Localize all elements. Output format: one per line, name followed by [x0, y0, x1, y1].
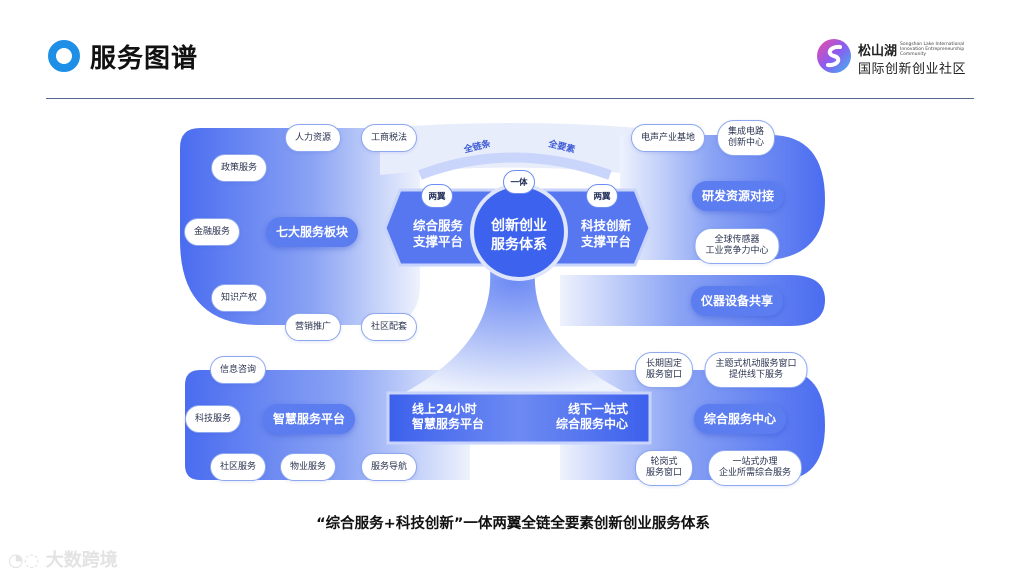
pill-fixed-window: 长期固定 服务窗口: [634, 352, 694, 388]
pill-marketing: 营销推广: [284, 313, 342, 341]
logo-subtitle-cn: 国际创新创业社区: [858, 62, 967, 77]
logo-name-cn: 松山湖: [858, 44, 898, 59]
diagram-caption: “综合服务+科技创新”一体两翼全链全要素创新创业服务体系: [316, 516, 710, 532]
pill-property-services: 物业服务: [279, 453, 337, 481]
pill-financial-services: 金融服务: [183, 218, 241, 246]
title-ring-icon: [48, 40, 80, 72]
pill-info-consulting: 信息咨询: [209, 356, 267, 384]
left-wing-shape: [383, 188, 497, 267]
header-divider: [46, 98, 974, 99]
pill-community-facilities: 社区配套: [360, 313, 418, 341]
offline-center-text: 线下一站式 综合服务中心: [556, 402, 629, 431]
bottom-box: [386, 391, 652, 445]
pill-human-resources: 人力资源: [284, 124, 342, 152]
smart-platform-label: 智慧服务平台: [262, 404, 356, 434]
left-wing-tag: 两翼: [421, 184, 453, 208]
service-center-label: 综合服务中心: [693, 404, 787, 434]
watermark: ◔◌ 大数跨境: [8, 546, 118, 572]
online-platform-text: 线上24小时 智慧服务平台: [412, 402, 485, 431]
pill-sensor-competitiveness-center: 全球传感器 工业竞争力中心: [694, 228, 780, 264]
watermark-text: 大数跨境: [45, 550, 118, 571]
seven-blocks-label: 七大服务板块: [265, 217, 359, 247]
pill-business-tax-law: 工商税法: [360, 124, 418, 152]
center-tag: 一体: [503, 170, 535, 194]
rd-docking-label: 研发资源对接: [691, 181, 785, 211]
left-wing-text: 综合服务 支撑平台: [412, 218, 464, 249]
pill-rotating-window: 轮岗式 服务窗口: [634, 450, 694, 486]
logo-name-en: Songshan Lake International Innovation E…: [900, 42, 980, 57]
pill-mobile-window: 主题式机动服务窗口 提供线下服务: [704, 352, 808, 388]
page-title: 服务图谱: [90, 44, 199, 74]
pill-electroacoustic-base: 电声产业基地: [630, 124, 706, 152]
community-logo-icon: [817, 39, 851, 73]
logo-en-line2: Innovation Entrepreneurship Community: [900, 47, 965, 57]
instrument-sharing-label: 仪器设备共享: [690, 286, 784, 316]
watermark-logo-icon: ◔◌: [8, 550, 40, 571]
logo-en-line1: Songshan Lake International: [900, 42, 965, 47]
center-title: 创新创业 服务体系: [491, 218, 547, 253]
pill-tech-services: 科技服务: [184, 405, 242, 433]
right-wing-text: 科技创新 支撑平台: [580, 218, 632, 249]
central-trunk: [400, 270, 630, 395]
right-wing-tag: 两翼: [586, 184, 618, 208]
pill-community-services: 社区服务: [209, 453, 267, 481]
pill-intellectual-property: 知识产权: [210, 284, 268, 312]
pill-policy-services: 政策服务: [210, 154, 268, 182]
pill-service-navigation: 服务导航: [360, 453, 418, 481]
pill-ic-innovation-center: 集成电路 创新中心: [716, 120, 776, 156]
pill-one-stop-service: 一站式办理 企业所需综合服务: [707, 450, 803, 486]
